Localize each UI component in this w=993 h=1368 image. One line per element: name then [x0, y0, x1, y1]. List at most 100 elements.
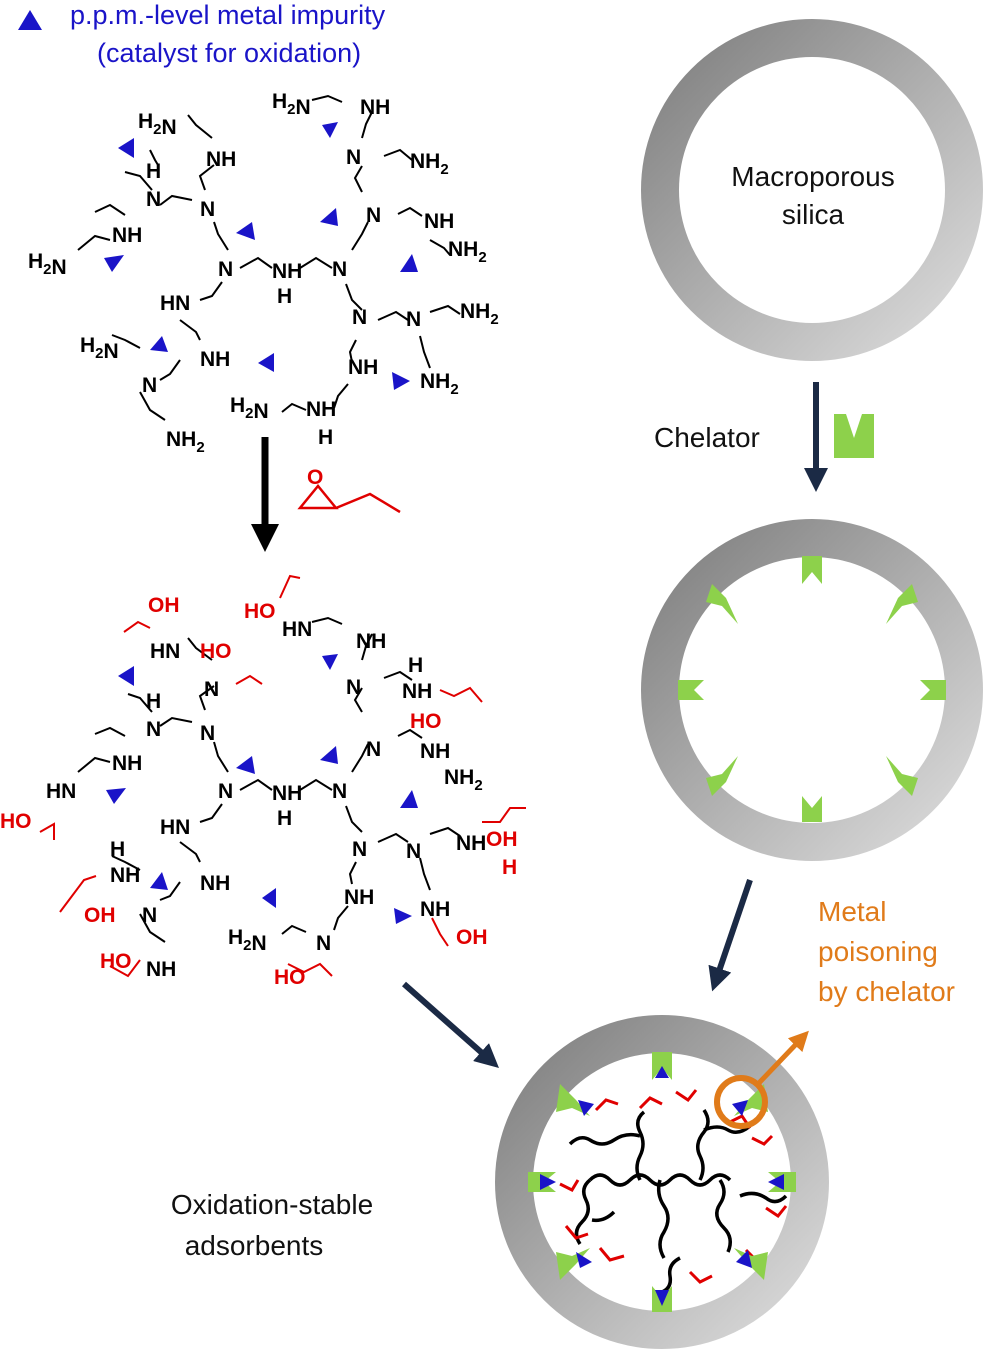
atom-N-bottom: N: [316, 932, 331, 955]
metal-impurity-icon: [322, 122, 338, 138]
atom-H2N-bottom: H2N: [228, 926, 267, 955]
atom-N-top-right: N: [346, 676, 361, 699]
metal-impurity-icon: [150, 872, 168, 890]
metal-impurity-icon: [394, 908, 412, 924]
metal-impurity-icon: [732, 1100, 748, 1116]
epoxide-O-label: O: [307, 466, 323, 489]
atom-H2N-bottom: H2N: [230, 394, 269, 423]
atom-NH-lower-right: NH: [456, 832, 486, 855]
pei-molecule-top: N NH H N H2N NH H N N NH H2N HN NH H2N N…: [28, 90, 499, 456]
hydroxy-HO-9: HO: [274, 966, 306, 989]
metal-impurity-icon: [736, 1250, 752, 1268]
metal-impurity-icon: [540, 1174, 556, 1190]
atom-N-branch-left: N: [200, 722, 215, 745]
chelator-icon: [678, 680, 704, 700]
atom-HN-top: HN: [282, 618, 312, 641]
atom-N-core-right: N: [332, 780, 347, 803]
atom-N-lower-right: N: [352, 306, 367, 329]
metal-impurity-icon: [400, 254, 418, 272]
metal-impurity-icon: [236, 756, 255, 774]
atom-H2N-left: H2N: [28, 250, 67, 279]
atom-NH-lower-left: NH: [200, 872, 230, 895]
atom-NH-core: NH: [272, 782, 302, 805]
metal-impurity-icon: [655, 1066, 669, 1078]
atom-NH-lower-mid: NH: [344, 886, 374, 909]
chelator-silica-ring: [641, 519, 983, 861]
atom-H2N-top-left: H2N: [138, 110, 177, 139]
hydroxy-OH-10: OH: [456, 926, 488, 949]
legend-line-1: p.p.m.-level metal impurity: [70, 0, 386, 30]
atom-NH-top-right: NH: [360, 96, 390, 119]
metal-impurity-icon: [118, 138, 134, 158]
atom-NH2-top-right: NH2: [410, 150, 449, 178]
legend: p.p.m.-level metal impurity (catalyst fo…: [18, 0, 386, 68]
atom-NH2-lower-right: NH2: [460, 300, 499, 328]
metal-impurity-icon: [320, 208, 338, 226]
macroporous-silica-ring: Macroporous silica: [641, 19, 983, 361]
oxidation-stable-label-line1: Oxidation-stable: [171, 1189, 373, 1220]
metal-impurity-icon: [106, 788, 126, 804]
atom-N-left: N: [146, 718, 161, 741]
oxidation-stable-label-line2: adsorbents: [185, 1230, 324, 1261]
pei-molecule-bottom: N NH H N HN N H N N NH HN HN NH H NH N N…: [0, 574, 526, 989]
atom-N-lower-left: N: [142, 904, 157, 927]
arrow-molecule-to-final-ring: [402, 981, 499, 1068]
metal-impurity-icon: [578, 1100, 594, 1116]
atom-N-core-left: N: [218, 780, 233, 803]
macroporous-label-line2: silica: [782, 199, 845, 230]
metal-impurity-icon: [576, 1252, 592, 1268]
arrow-to-final-ring: [708, 879, 753, 992]
metal-impurity-icon: [236, 222, 255, 240]
metal-impurity-icon: [392, 372, 410, 390]
hydroxy-OH-6: OH: [486, 828, 518, 851]
atom-H-core: H: [277, 807, 292, 830]
atom-N-lower-right-2: N: [406, 840, 421, 863]
atom-NH-lower-left: NH: [200, 348, 230, 371]
atom-H-core: H: [277, 285, 292, 308]
atom-NH-bottom: NH: [306, 398, 336, 421]
metal-impurity-icon: [655, 1290, 669, 1306]
atom-NH-lower-right-2: NH: [420, 898, 450, 921]
hydroxy-HO-5: HO: [0, 810, 32, 833]
atom-H-left: H: [146, 690, 161, 713]
atom-NH-core: NH: [272, 260, 302, 283]
chelator-icon: [886, 756, 918, 796]
atom-N-right-top: NH: [402, 680, 432, 703]
metal-impurity-icon: [262, 888, 276, 908]
atom-HN-lower-left: HN: [160, 292, 190, 315]
hydroxy-OH-1: OH: [148, 594, 180, 617]
atom-N-lower-left: N: [142, 374, 157, 397]
metal-impurity-icon: [400, 790, 418, 808]
atom-NH2-lower-right-2: NH2: [420, 370, 459, 398]
legend-line-2: (catalyst for oxidation): [97, 38, 361, 68]
atom-NH-right: NH: [420, 740, 450, 763]
atom-H2N-top-right: H2N: [272, 90, 311, 119]
atom-HN-lower-left: HN: [160, 816, 190, 839]
atom-H-bottom: H: [318, 426, 333, 449]
atom-N-lower-left-1: NH: [110, 864, 140, 887]
atom-N-lower-right: N: [352, 838, 367, 861]
atom-N-right: N: [366, 738, 381, 761]
atom-NH-top-left: NH: [206, 148, 236, 171]
metal-poisoning-label-line3: by chelator: [818, 976, 955, 1007]
atom-H-right: H: [408, 654, 423, 677]
epoxide-reagent: [297, 484, 401, 514]
atom-N-right: N: [366, 204, 381, 227]
atom-H-lower-left: H: [110, 838, 125, 861]
atom-N-top-left: N: [204, 678, 219, 701]
macroporous-label-line1: Macroporous: [731, 161, 894, 192]
atom-NH-left: NH: [112, 752, 142, 775]
chelator-icon: [802, 796, 822, 822]
metal-impurity-icon: [322, 654, 338, 670]
poisoning-pointer-arrow: [756, 1030, 809, 1086]
hydroxy-HO-4: HO: [410, 710, 442, 733]
atom-HN-top-left: HN: [150, 640, 180, 663]
hydroxy-OH-7: OH: [84, 904, 116, 927]
metal-impurity-icon: [768, 1174, 784, 1190]
atom-H2N-lower-left: H2N: [80, 334, 119, 363]
metal-impurity-icon: [320, 746, 338, 764]
chelator-metal-sites: [528, 1052, 796, 1312]
metal-impurity-legend-icon: [18, 10, 42, 30]
atom-NH-lower-right: NH: [348, 356, 378, 379]
chelator-icon: [706, 584, 738, 624]
